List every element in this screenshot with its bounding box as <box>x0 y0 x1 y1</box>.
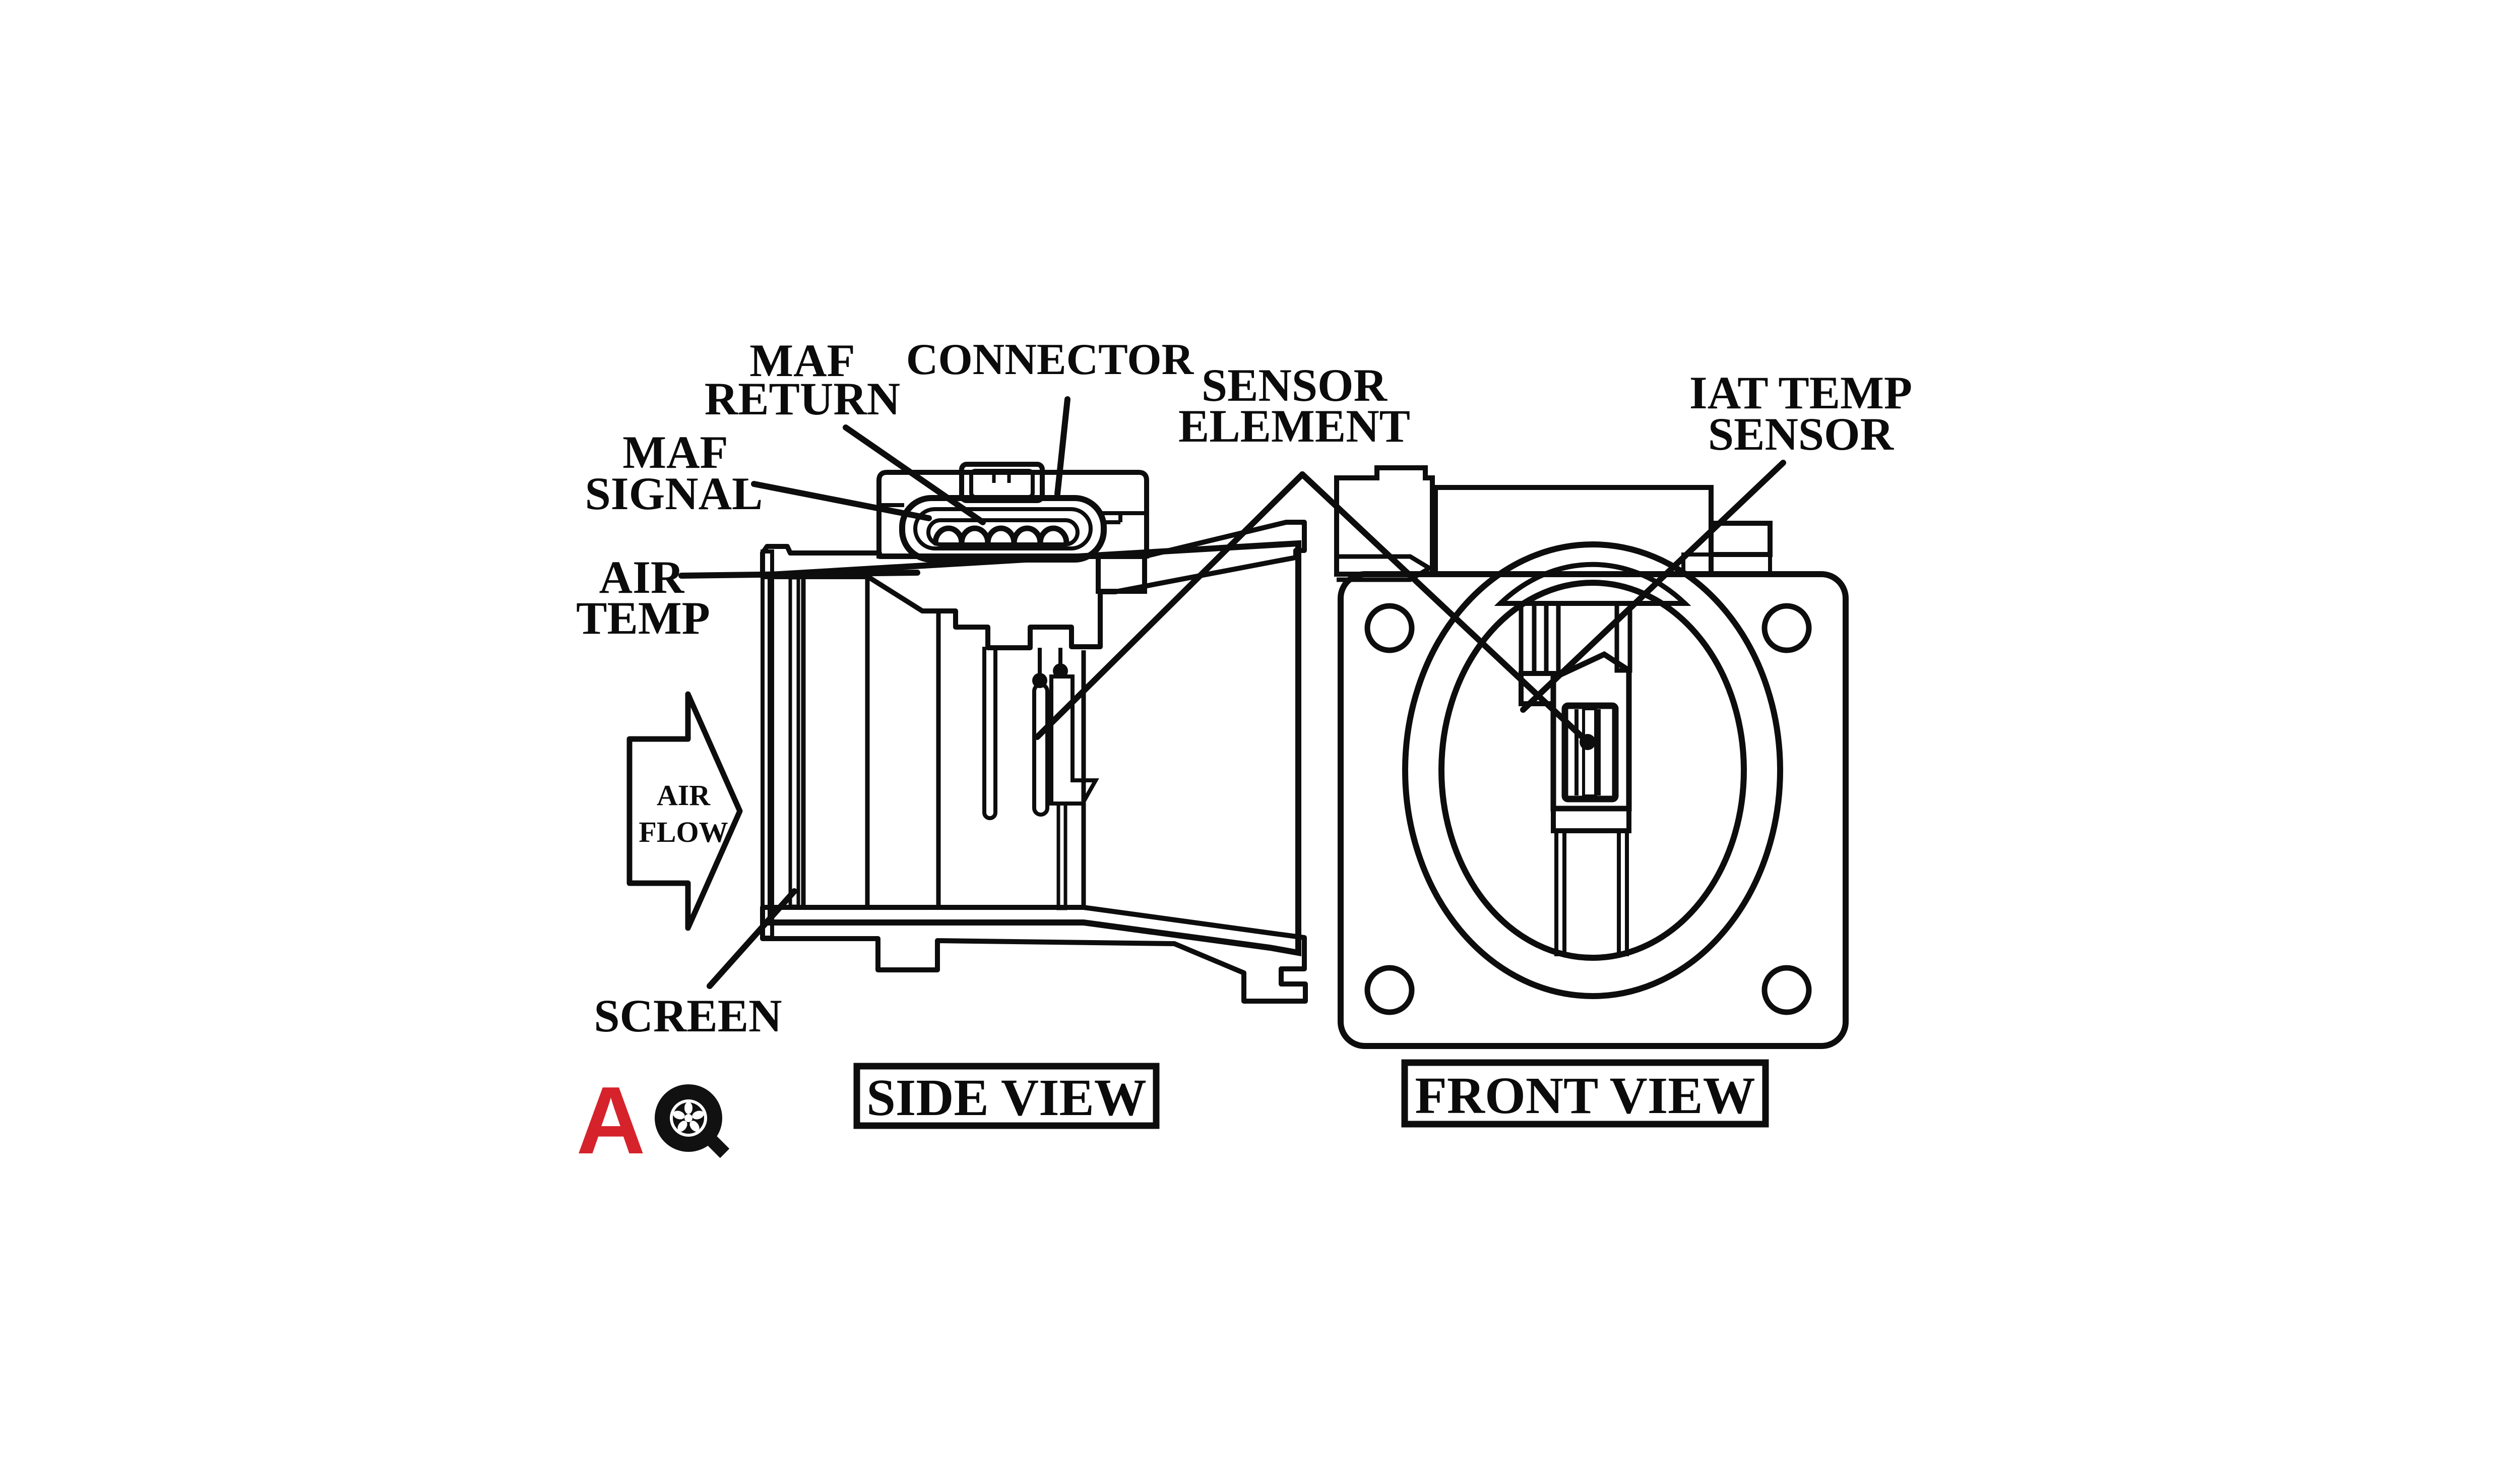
view-title-front: FRONT VIEW <box>1401 1059 1769 1128</box>
leader-maf-return <box>843 424 986 525</box>
sensor-window <box>1561 702 1619 803</box>
label-maf-return-line1: MAF <box>749 335 855 386</box>
screen-stripe <box>788 576 800 908</box>
label-connector: CONNECTOR <box>906 335 1194 384</box>
bottom-wall-hatched <box>760 905 1308 1004</box>
front-view-title-text: FRONT VIEW <box>1415 1067 1755 1125</box>
leader-maf-signal <box>751 481 932 521</box>
connector-pins <box>932 525 1069 546</box>
leader-screen <box>707 888 797 989</box>
label-iat-temp-line1: IAT TEMP <box>1689 367 1912 418</box>
bolt-hole <box>1761 965 1812 1015</box>
front-sensor-assembly <box>1519 601 1632 956</box>
sensor-support-rod <box>1056 802 1067 910</box>
connector-foot <box>1096 553 1147 594</box>
label-maf-signal-line2: SIGNAL <box>585 468 763 519</box>
label-air-temp-line2: TEMP <box>576 592 710 644</box>
connector-socket <box>899 495 1107 563</box>
support-bar <box>1544 601 1561 676</box>
air-flow-label-line1: AIR <box>657 779 711 812</box>
lower-support-bar <box>1554 829 1566 956</box>
front-view-drawing <box>1334 465 1849 1049</box>
label-sensor-element-line2: ELEMENT <box>1178 400 1410 452</box>
sensor-bracket <box>1049 674 1099 806</box>
callout-labels: MAF RETURN CONNECTOR SENSOR ELEMENT IAT … <box>576 335 1912 1041</box>
brand-logo: A <box>576 1067 730 1174</box>
label-screen: SCREEN <box>594 990 782 1041</box>
label-air-temp-line1: AIR <box>599 551 685 603</box>
view-title-side: SIDE VIEW <box>853 1063 1160 1129</box>
sensor-internals <box>982 647 1099 910</box>
side-view-drawing: AIR FLOW <box>626 462 1308 1004</box>
flange-plate <box>1338 571 1849 1049</box>
connector-body <box>876 470 1149 559</box>
top-wall-hatched <box>760 520 1307 650</box>
tire-wheel-q-icon <box>655 1084 730 1158</box>
hairpin-wire <box>982 647 997 820</box>
leader-lines <box>678 396 1786 989</box>
air-flow-label-line2: FLOW <box>639 816 728 848</box>
label-maf-signal-line1: MAF <box>622 426 728 478</box>
sensor-element-stripe <box>1582 707 1597 797</box>
label-sensor-element-line1: SENSOR <box>1202 359 1388 411</box>
label-iat-temp-line2: SENSOR <box>1708 408 1895 460</box>
connector-slot <box>926 518 1080 546</box>
logo-letter-a: A <box>576 1067 645 1174</box>
leader-sensor-element-left <box>1034 471 1305 740</box>
bolt-hole <box>1364 603 1415 653</box>
support-bar <box>1519 601 1537 676</box>
side-view-title-text: SIDE VIEW <box>866 1069 1147 1127</box>
bore-top-plate <box>1494 562 1691 606</box>
air-flow-arrow <box>626 691 743 931</box>
inlet-lip <box>761 549 774 940</box>
front-connector-step <box>1709 521 1773 557</box>
label-maf-return-line2: RETURN <box>705 373 900 424</box>
sensor-housing-band <box>1551 806 1631 833</box>
leader-air-temp <box>678 570 920 579</box>
leader-dot <box>1580 734 1596 750</box>
connector-socket-ring <box>913 507 1093 550</box>
bolt-hole <box>1364 965 1415 1015</box>
side-connector <box>876 462 1149 594</box>
bolt-hole <box>1761 603 1812 653</box>
bolt-holes <box>1364 603 1812 1015</box>
leader-connector <box>1054 396 1070 497</box>
sensor-element-rod <box>1032 683 1049 817</box>
bore-outer-ring <box>1402 541 1783 999</box>
lower-support-bar <box>1617 829 1629 956</box>
support-bar <box>1614 601 1632 673</box>
sensor-housing <box>1550 651 1632 812</box>
bore-opening <box>1438 580 1747 961</box>
leader-iat-temp-sensor <box>1520 460 1786 713</box>
